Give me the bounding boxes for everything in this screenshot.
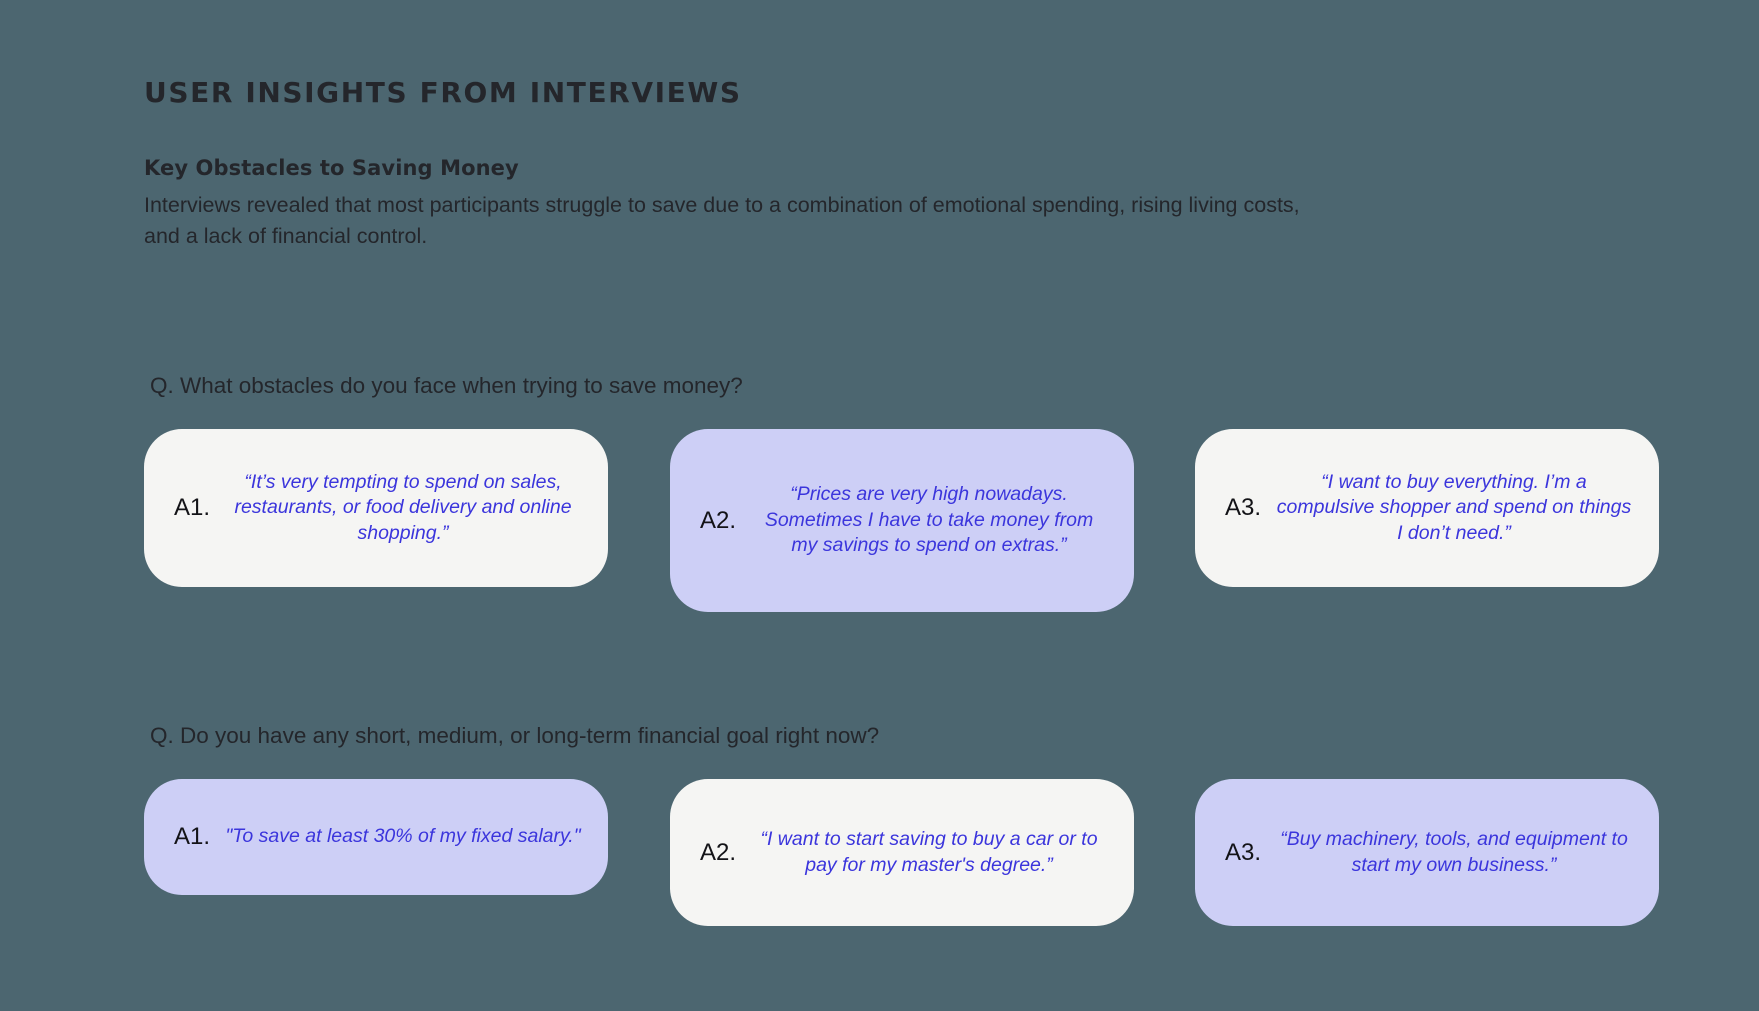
section-heading: Key Obstacles to Saving Money bbox=[144, 155, 519, 180]
page-title: USER INSIGHTS FROM INTERVIEWS bbox=[144, 76, 742, 109]
answer-card[interactable]: A3. “I want to buy everything. I’m a com… bbox=[1195, 429, 1659, 588]
answer-card[interactable]: A2. “Prices are very high nowadays. Some… bbox=[670, 429, 1134, 613]
question-text: Q. What obstacles do you face when tryin… bbox=[150, 373, 743, 398]
answer-quote: “I want to buy everything. I’m a compuls… bbox=[1276, 470, 1632, 544]
answer-quote: “I want to start saving to buy a car or … bbox=[760, 827, 1098, 876]
answer-quote: "To save at least 30% of my fixed salary… bbox=[225, 825, 581, 848]
answer-label: A3. bbox=[1225, 494, 1262, 522]
answer-card[interactable]: A1. “It’s very tempting to spend on sale… bbox=[144, 429, 608, 588]
answer-quote: “It’s very tempting to spend on sales, r… bbox=[234, 470, 572, 544]
question-text: Q. Do you have any short, medium, or lon… bbox=[150, 723, 880, 748]
answer-label: A1. bbox=[174, 494, 211, 522]
answer-row: A1. “It’s very tempting to spend on sale… bbox=[144, 429, 1659, 629]
answer-label: A2. bbox=[700, 838, 737, 866]
header-block: USER INSIGHTS FROM INTERVIEWS Key Obstac… bbox=[144, 76, 1444, 252]
answer-quote: “Buy machinery, tools, and equipment to … bbox=[1280, 827, 1628, 876]
qa-group-financial-goals: Q. Do you have any short, medium, or lon… bbox=[144, 722, 1659, 979]
answer-quote: “Prices are very high nowadays. Sometime… bbox=[764, 483, 1094, 557]
answer-label: A3. bbox=[1225, 838, 1262, 866]
answer-label: A1. bbox=[174, 823, 211, 851]
answer-row: A1. "To save at least 30% of my fixed sa… bbox=[144, 779, 1659, 979]
qa-group-obstacles: Q. What obstacles do you face when tryin… bbox=[144, 372, 1659, 629]
answer-card[interactable]: A3. “Buy machinery, tools, and equipment… bbox=[1195, 779, 1659, 927]
answer-card[interactable]: A2. “I want to start saving to buy a car… bbox=[670, 779, 1134, 927]
answer-card[interactable]: A1. "To save at least 30% of my fixed sa… bbox=[144, 779, 608, 896]
answer-label: A2. bbox=[700, 506, 737, 534]
section-body-text: Interviews revealed that most participan… bbox=[144, 192, 1300, 249]
